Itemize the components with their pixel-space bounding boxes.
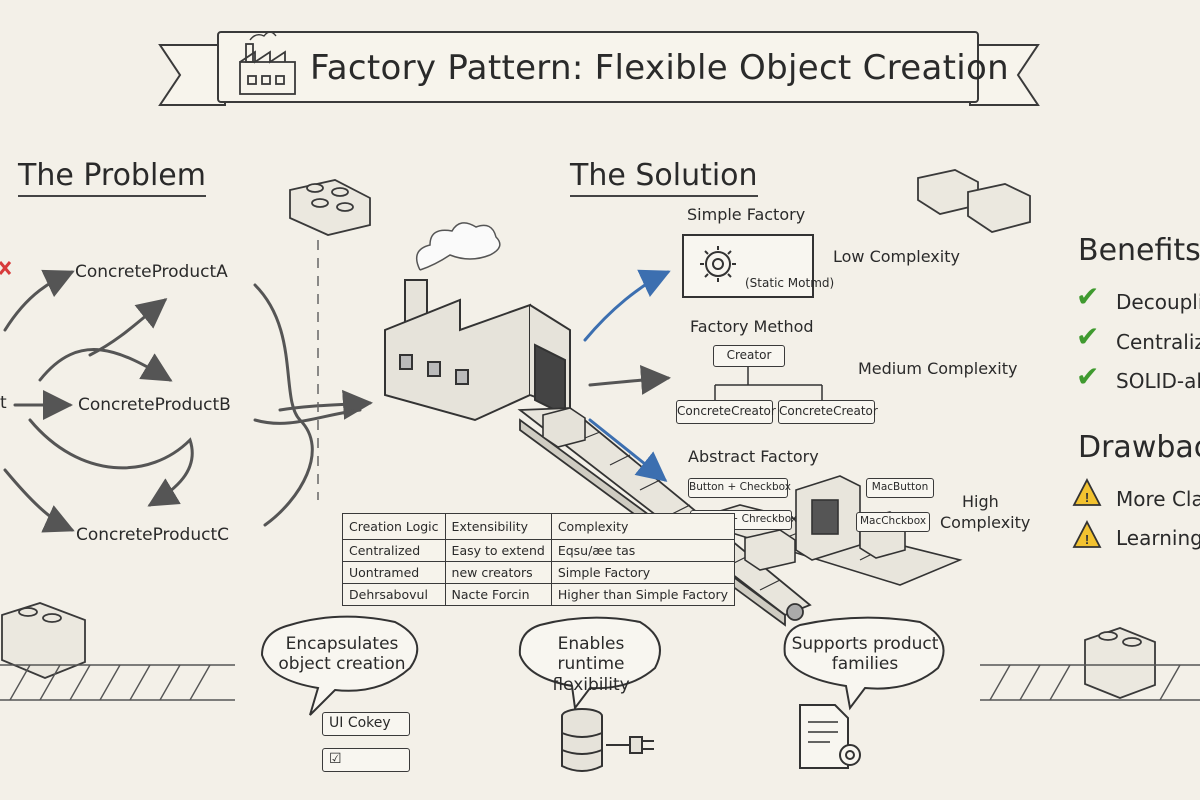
table-cell: new creators	[444, 561, 552, 584]
benefit-item: Decouplin	[1116, 290, 1200, 314]
table-cell: Dehrsabovul	[342, 583, 446, 606]
table-header: Extensibility	[444, 513, 552, 540]
table-header-row: Creation Logic Extensibility Complexity	[342, 513, 736, 540]
brick-icon	[542, 407, 586, 448]
drawback-item: More Cla	[1116, 487, 1200, 511]
check-icon: ✔	[1076, 360, 1100, 393]
bubble-line: families	[831, 654, 899, 675]
table-cell: Centralized	[342, 539, 446, 562]
database-icon	[561, 708, 603, 772]
abstract-factory-title: Abstract Factory	[688, 447, 819, 466]
conveyor-track	[980, 664, 1200, 701]
problem-arrows	[3, 269, 373, 533]
brick-icon	[1084, 627, 1156, 699]
title-ribbon	[158, 31, 1040, 106]
factory-icon	[384, 279, 571, 422]
product-c-label: ConcreteProductC	[76, 525, 230, 545]
mini-conveyor	[687, 475, 963, 586]
benefit-item: Centraliz	[1116, 330, 1200, 354]
brick-icon	[289, 179, 371, 236]
simple-factory-complexity: Low Complexity	[833, 247, 960, 266]
bubble-line: object creation	[278, 654, 406, 675]
bubble-families-text: Supports product families	[790, 634, 940, 675]
table-header: Creation Logic	[342, 513, 446, 540]
bubble-runtime	[518, 616, 661, 711]
bubble-encapsulates-text: Encapsulates object creation	[272, 634, 412, 675]
solution-arrows	[583, 269, 671, 482]
simple-factory-title: Simple Factory	[687, 205, 806, 224]
brick-icon	[917, 169, 1031, 233]
product-a-label: ConcreteProductA	[75, 262, 228, 282]
bubble-line: Enables runtime	[557, 634, 625, 675]
table-row: Dehrsabovul Nacte Forcin Higher than Sim…	[342, 583, 736, 606]
factory-method-complexity: Medium Complexity	[858, 359, 1018, 378]
table-header: Complexity	[550, 513, 736, 540]
comparison-table: Creation Logic Extensibility Complexity …	[342, 513, 736, 606]
product-family-box: MacButton	[866, 478, 934, 498]
solution-heading: The Solution	[570, 158, 758, 197]
table-cell: Nacte Forcin	[444, 583, 552, 606]
brick-icon	[1, 602, 86, 679]
check-icon: ✔	[1076, 280, 1100, 313]
page-title: Factory Pattern: Flexible Object Creatio…	[310, 48, 1009, 88]
bubble-encapsulates	[260, 615, 419, 716]
table-row: Centralized Easy to extend Eqsu/æe tas	[342, 539, 736, 562]
drawbacks-heading: Drawbac	[1078, 430, 1200, 465]
benefits-heading: Benefits	[1078, 233, 1200, 268]
product-family-box: Button + Checkbox	[688, 478, 791, 498]
warning-mark: !	[1085, 490, 1089, 505]
simple-factory-box	[682, 234, 814, 298]
ui-label-box: UI Cokey	[322, 712, 410, 736]
check-icon: ✔	[1076, 320, 1100, 353]
smoke-cloud	[415, 222, 501, 271]
abstract-factory-complexity-1: High	[962, 492, 999, 511]
abstract-factory-complexity-2: Complexity	[940, 513, 1031, 532]
conveyor-track	[0, 664, 235, 701]
warning-icon	[1072, 520, 1102, 548]
drawback-item: Learning	[1116, 526, 1200, 550]
product-family-box: MacChckbox	[856, 512, 930, 532]
gear-icon	[700, 246, 736, 282]
client-label: t	[0, 393, 7, 413]
warning-mark: !	[1085, 532, 1089, 547]
factory-method-title: Factory Method	[690, 317, 814, 336]
concrete-creator-box: ConcreteCreator	[676, 400, 776, 424]
bubble-line: Encapsulates	[285, 634, 399, 654]
bubble-families	[783, 616, 945, 711]
bubble-runtime-text: Enables runtime flexibility	[522, 634, 660, 695]
creator-box: Creator	[713, 345, 785, 367]
concrete-creator-box: ConcreteCreator	[778, 400, 878, 424]
problem-heading: The Problem	[18, 158, 206, 197]
factory-title-icon	[239, 31, 296, 95]
plug-icon	[606, 736, 654, 754]
document-gear-icon	[799, 704, 861, 769]
simple-factory-method: (Static Motmd)	[745, 276, 835, 290]
benefit-item: SOLID-al	[1116, 369, 1200, 393]
table-cell: Eqsu/æe tas	[550, 539, 736, 562]
bubble-line: Supports product	[791, 634, 939, 654]
ui-checkbox-box: ☑	[322, 748, 410, 772]
warning-icon	[1072, 478, 1102, 506]
bubble-line: flexibility	[552, 674, 630, 695]
creator-connectors	[714, 367, 823, 400]
product-b-label: ConcreteProductB	[78, 395, 231, 415]
table-cell: Higher than Simple Factory	[550, 583, 736, 606]
table-cell: Uontramed	[342, 561, 446, 584]
table-cell: Simple Factory	[550, 561, 736, 584]
table-cell: Easy to extend	[444, 539, 552, 562]
cross-icon	[0, 261, 12, 275]
table-row: Uontramed new creators Simple Factory	[342, 561, 736, 584]
